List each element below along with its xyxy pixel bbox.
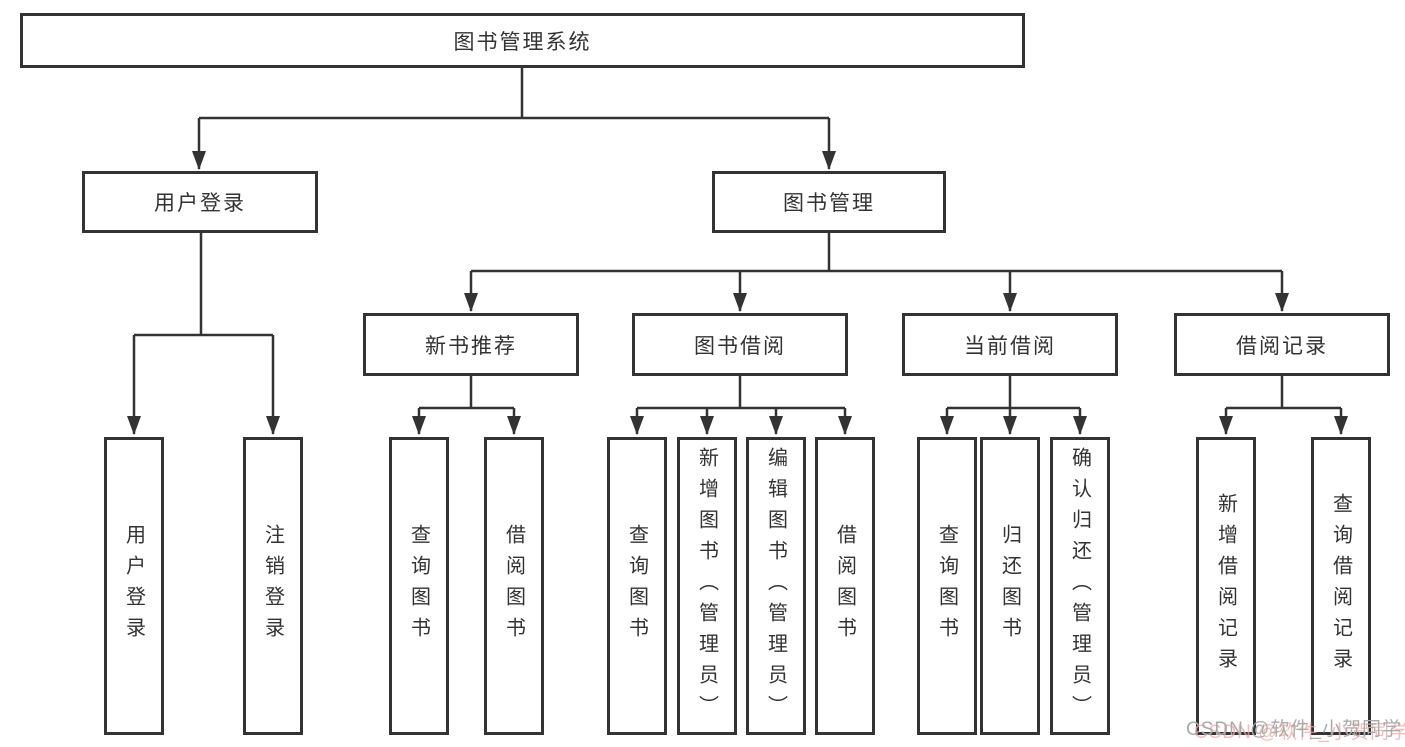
node-new-book-recommend: 新书推荐	[363, 313, 579, 376]
node-book-borrow: 图书借阅	[632, 313, 848, 376]
leaf-return-book: 归还图书	[980, 437, 1040, 735]
leaf-query-book-3: 查询图书	[917, 437, 977, 735]
node-user-login: 用户登录	[82, 171, 318, 233]
node-borrow-record: 借阅记录	[1174, 313, 1390, 376]
leaf-borrow-book-2: 借阅图书	[815, 437, 875, 735]
node-book-management: 图书管理	[712, 171, 946, 233]
leaf-label: 查询借阅记录	[1329, 493, 1352, 679]
leaf-query-borrow-record: 查询借阅记录	[1311, 437, 1371, 735]
leaf-label: 注销登录	[261, 524, 284, 648]
leaf-label: 查询图书	[935, 524, 958, 648]
leaf-label: 查询图书	[625, 524, 648, 648]
leaf-label: 新增图书（管理员）	[695, 446, 718, 726]
leaf-label: 归还图书	[998, 524, 1021, 648]
leaf-borrow-book-1: 借阅图书	[484, 437, 544, 735]
leaf-label: 借阅图书	[833, 524, 856, 648]
leaf-user-login: 用户登录	[104, 437, 164, 735]
node-root: 图书管理系统	[20, 13, 1025, 68]
leaf-label: 确认归还（管理员）	[1068, 446, 1091, 726]
leaf-label: 编辑图书（管理员）	[764, 446, 787, 726]
leaf-query-book-2: 查询图书	[607, 437, 667, 735]
leaf-confirm-return-admin: 确认归还（管理员）	[1050, 437, 1110, 735]
leaf-label: 查询图书	[407, 524, 430, 648]
leaf-label: 新增借阅记录	[1214, 493, 1237, 679]
leaf-add-book-admin: 新增图书（管理员）	[677, 437, 737, 735]
leaf-logout: 注销登录	[243, 437, 303, 735]
leaf-label: 借阅图书	[502, 524, 525, 648]
leaf-query-book-1: 查询图书	[389, 437, 449, 735]
node-current-borrow: 当前借阅	[902, 313, 1118, 376]
leaf-edit-book-admin: 编辑图书（管理员）	[746, 437, 806, 735]
leaf-label: 用户登录	[122, 524, 145, 648]
leaf-add-borrow-record: 新增借阅记录	[1196, 437, 1256, 735]
